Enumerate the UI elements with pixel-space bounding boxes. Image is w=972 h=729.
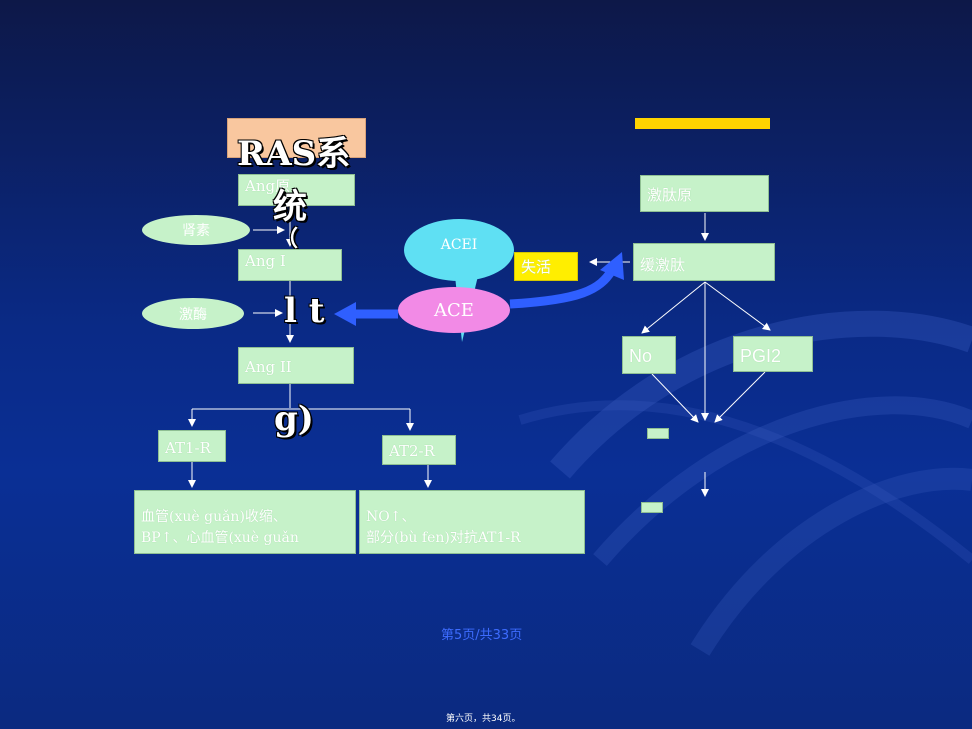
ang-precursor-box: Ang原 — [238, 174, 355, 206]
kininogen-box: 激肽原 — [640, 175, 769, 212]
bradykinin-box: 缓激肽 — [633, 243, 775, 281]
page-indicator: 第5页/共33页 — [441, 628, 523, 643]
ras-title-line4: l t — [284, 291, 325, 331]
ras-title-line5: g) — [274, 399, 314, 439]
result-box-1 — [647, 428, 669, 439]
page-footer: 第六页，共34页。 — [446, 714, 521, 724]
ras-title-box — [227, 118, 366, 158]
effect2-line1: NO↑、 — [366, 509, 416, 525]
ras-title-line1: RAS系 — [237, 134, 351, 174]
acei-label: ACEI — [440, 237, 478, 253]
effect1-line2: BP↑、心血管(xuè guǎn — [141, 530, 299, 546]
effect1-line1: 血管(xuè guǎn)收缩、 — [141, 509, 287, 525]
at1r-box: AT1-R — [158, 430, 226, 462]
pgi2-box: PGI2 — [733, 336, 813, 372]
yellow-title-bar — [635, 118, 770, 129]
ras-title-line2: 统 — [273, 187, 307, 227]
ras-title-line3: （ — [276, 226, 299, 252]
inactive-label: 失活 — [514, 252, 578, 281]
renin-ellipse: 肾素 — [142, 215, 250, 245]
kininase-ellipse: 激酶 — [142, 298, 244, 329]
ang-i-box: Ang I — [238, 249, 342, 281]
effect2-line2: 部分(bù fen)对抗AT1-R — [366, 530, 521, 546]
effect2-box: NO↑、 部分(bù fen)对抗AT1-R — [359, 490, 585, 554]
at2r-box: AT2-R — [382, 435, 456, 465]
acei-bubble: ACEI — [404, 219, 514, 281]
result-box-2 — [641, 502, 663, 513]
ang-ii-box: Ang II — [238, 347, 354, 384]
effect1-box: 血管(xuè guǎn)收缩、 BP↑、心血管(xuè guǎn — [134, 490, 356, 554]
no-box: No — [622, 336, 676, 374]
ace-ellipse: ACE — [398, 287, 510, 333]
